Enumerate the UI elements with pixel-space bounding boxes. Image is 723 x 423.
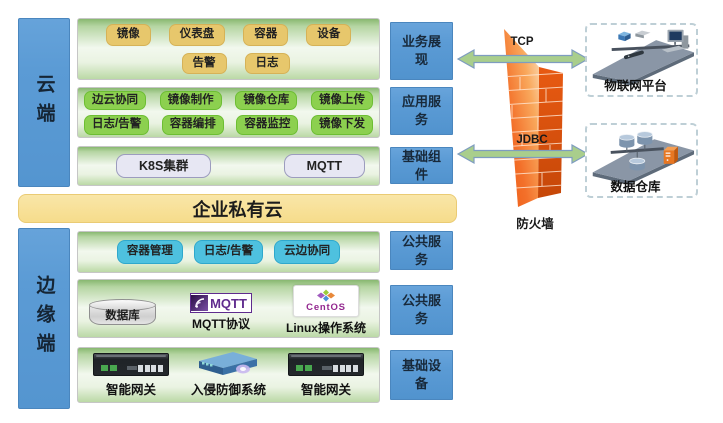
- data-warehouse-label: 数据仓库: [610, 180, 661, 194]
- feature-chip: K8S集群: [116, 153, 212, 179]
- database-server-platform-icon: [592, 131, 695, 185]
- firewall-and-arrows-graphic: [456, 29, 590, 207]
- database-icon: 数据库: [89, 298, 156, 325]
- cloud-application-layer: 边云协同 镜像制作 镜像仓库 镜像上传 日志/告警 容器编排 容器监控 镜像下发: [77, 87, 380, 138]
- edge-services-layer: 容器管理 日志/告警 云边协同: [77, 231, 380, 273]
- feature-chip: 日志/告警: [193, 240, 264, 264]
- category-base-devices: 基础设备: [390, 350, 453, 400]
- feature-chip: 日志/告警: [84, 115, 150, 135]
- edge-devices-layer: 智能网关 入侵防御系统 智能网关: [77, 347, 380, 403]
- gateway-block: 智能网关: [92, 353, 169, 398]
- feature-chip: 容器监控: [236, 115, 299, 135]
- chip-row: 镜像 仪表盘 容器 设备: [78, 24, 379, 46]
- category-common-services-2: 公共服务: [390, 285, 453, 335]
- category-label: 基础组件: [401, 148, 441, 182]
- category-application-services: 应用服务: [390, 87, 453, 135]
- centos-block: CentOS Linux操作系统: [286, 285, 366, 336]
- category-label: 公共服务: [401, 233, 441, 267]
- mqtt-logo-text: MQTT: [210, 295, 247, 311]
- cloud-side-bar: 云端: [18, 18, 70, 187]
- ips-block: 入侵防御系统: [191, 350, 266, 398]
- cloud-presentation-layer: 镜像 仪表盘 容器 设备 告警 日志: [77, 18, 380, 80]
- category-label: 公共服务: [401, 293, 441, 326]
- feature-chip: 镜像制作: [159, 90, 222, 110]
- category-label: 基础设备: [401, 358, 441, 391]
- category-business-presentation: 业务展现: [390, 22, 453, 80]
- brick-wall-icon: [504, 29, 563, 207]
- feature-chip: 镜像仓库: [235, 90, 298, 110]
- private-cloud-label: 企业私有云: [192, 199, 283, 220]
- gateway-label: 智能网关: [105, 383, 156, 397]
- chip-row: 边云协同 镜像制作 镜像仓库 镜像上传: [78, 90, 379, 110]
- edge-side-bar: 边缘端: [18, 228, 70, 409]
- network-devices-platform-icon: [592, 29, 694, 86]
- private-cloud-bar: 企业私有云: [18, 194, 457, 223]
- data-warehouse-box: 数据仓库: [585, 123, 698, 198]
- jdbc-protocol-label: JDBC: [516, 134, 548, 146]
- centos-pinwheel-logo-icon: CentOS: [292, 285, 359, 317]
- feature-chip: 告警: [181, 52, 227, 74]
- category-label: 应用服务: [401, 94, 441, 127]
- network-appliance-icon: [199, 352, 258, 375]
- feature-chip: 镜像上传: [310, 90, 373, 110]
- smart-gateway-icon: [287, 353, 364, 376]
- mqtt-swirl-logo-icon: MQTT: [190, 293, 252, 313]
- ips-label: 入侵防御系统: [190, 383, 266, 397]
- cloud-side-label: 云端: [33, 73, 55, 132]
- cloud-foundation-layer: K8S集群 MQTT: [77, 146, 380, 186]
- feature-chip: 云边协同: [274, 240, 341, 264]
- feature-chip: 设备: [306, 24, 352, 46]
- feature-chip: 边云协同: [84, 90, 146, 110]
- chip-row: 日志/告警 容器编排 容器监控 镜像下发: [78, 115, 379, 135]
- feature-chip: 镜像: [105, 24, 151, 46]
- feature-chip: 容器管理: [116, 240, 183, 264]
- feature-chip: 仪表盘: [168, 24, 226, 46]
- category-common-services-1: 公共服务: [390, 231, 453, 270]
- feature-chip: 容器编排: [161, 115, 224, 135]
- category-label: 业务展现: [401, 34, 441, 67]
- category-foundation-components: 基础组件: [390, 147, 453, 184]
- feature-chip: 日志: [244, 52, 290, 74]
- database-cylinder-top: [89, 298, 156, 311]
- gateway-label: 智能网关: [300, 383, 351, 397]
- centos-logo-text: CentOS: [306, 302, 346, 314]
- iot-platform-box: 物联网平台: [585, 23, 698, 97]
- edge-platform-layer: 数据库 MQTT MQTT协议 CentOS Linux操作系统: [77, 279, 380, 338]
- gateway-block: 智能网关: [287, 353, 364, 398]
- smart-gateway-icon: [92, 353, 169, 376]
- centos-pinwheel-icon: [316, 289, 335, 302]
- chip-row: 告警 日志: [92, 52, 379, 74]
- database-label: 数据库: [105, 309, 140, 322]
- feature-chip: 容器: [243, 24, 289, 46]
- feature-chip: MQTT: [283, 153, 365, 179]
- mqtt-swirl-icon: [191, 295, 209, 311]
- centos-caption: Linux操作系统: [285, 321, 366, 335]
- mqtt-caption: MQTT协议: [191, 317, 250, 331]
- edge-side-label: 边缘端: [33, 275, 55, 362]
- firewall-label: 防火墙: [516, 217, 554, 231]
- iot-platform-label: 物联网平台: [604, 79, 667, 93]
- mqtt-block: MQTT MQTT协议: [190, 293, 252, 332]
- feature-chip: 镜像下发: [310, 115, 373, 135]
- tcp-protocol-label: TCP: [510, 36, 534, 48]
